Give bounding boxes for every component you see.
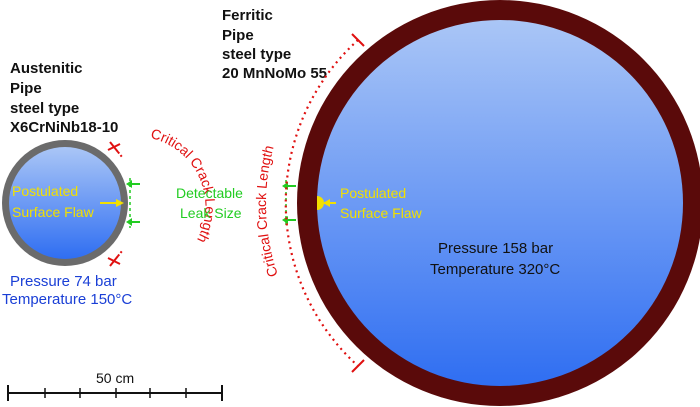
austenitic-flaw-line: Postulated xyxy=(12,183,78,199)
scale-bar-label: 50 cm xyxy=(96,370,134,386)
ferritic-condition-line: Pressure 158 bar xyxy=(438,240,553,257)
ferritic-crack-label: Critical Crack Length xyxy=(253,144,281,279)
austenitic-flaw-arrow xyxy=(100,199,124,207)
austenitic-title-line: X6CrNiNb18-10 xyxy=(10,119,118,136)
ferritic-title-line: Ferritic xyxy=(222,7,273,24)
austenitic-flaw-label: Postulated Surface Flaw xyxy=(12,183,95,220)
ferritic-title-line: Pipe xyxy=(222,27,254,44)
ferritic-flaw-marker xyxy=(317,196,336,210)
leak-size-line: Detectable xyxy=(176,185,243,201)
ferritic-crack-label-path: Critical Crack Length xyxy=(253,144,281,279)
ferritic-title-line: 20 MnNoMo 55 xyxy=(222,65,327,82)
ferritic-leak-marker xyxy=(282,180,296,226)
austenitic-leak-marker xyxy=(126,178,140,228)
austenitic-pipe xyxy=(2,140,128,266)
ferritic-flaw-label: Postulated Surface Flaw xyxy=(340,185,423,221)
scale-bar xyxy=(7,385,223,401)
austenitic-title-line: Pipe xyxy=(10,80,42,97)
ferritic-pipe-fluid xyxy=(317,20,683,386)
austenitic-pipe-fluid xyxy=(9,147,121,259)
austenitic-conditions: Pressure 74 bar Temperature 150°C xyxy=(2,273,132,308)
austenitic-crack-marker xyxy=(107,141,123,267)
ferritic-title: Ferritic Pipe steel type 20 MnNoMo 55 xyxy=(222,7,327,82)
austenitic-title-line: Austenitic xyxy=(10,60,83,77)
ferritic-condition-line: Temperature 320°C xyxy=(430,261,560,278)
ferritic-title-line: steel type xyxy=(222,46,291,63)
leak-size-line: Leak Size xyxy=(180,205,242,221)
austenitic-title: Austenitic Pipe steel type X6CrNiNb18-10 xyxy=(10,60,118,136)
ferritic-flaw-line: Surface Flaw xyxy=(340,205,423,221)
leak-size-label: Detectable Leak Size xyxy=(176,185,247,221)
ferritic-crack-marker xyxy=(284,33,365,373)
austenitic-condition-line: Pressure 74 bar xyxy=(10,273,117,290)
austenitic-flaw-line: Surface Flaw xyxy=(12,204,95,220)
ferritic-conditions: Pressure 158 bar Temperature 320°C xyxy=(430,240,560,278)
ferritic-pipe xyxy=(297,0,700,406)
austenitic-condition-line: Temperature 150°C xyxy=(2,291,132,308)
austenitic-title-line: steel type xyxy=(10,100,79,117)
ferritic-flaw-line: Postulated xyxy=(340,185,406,201)
